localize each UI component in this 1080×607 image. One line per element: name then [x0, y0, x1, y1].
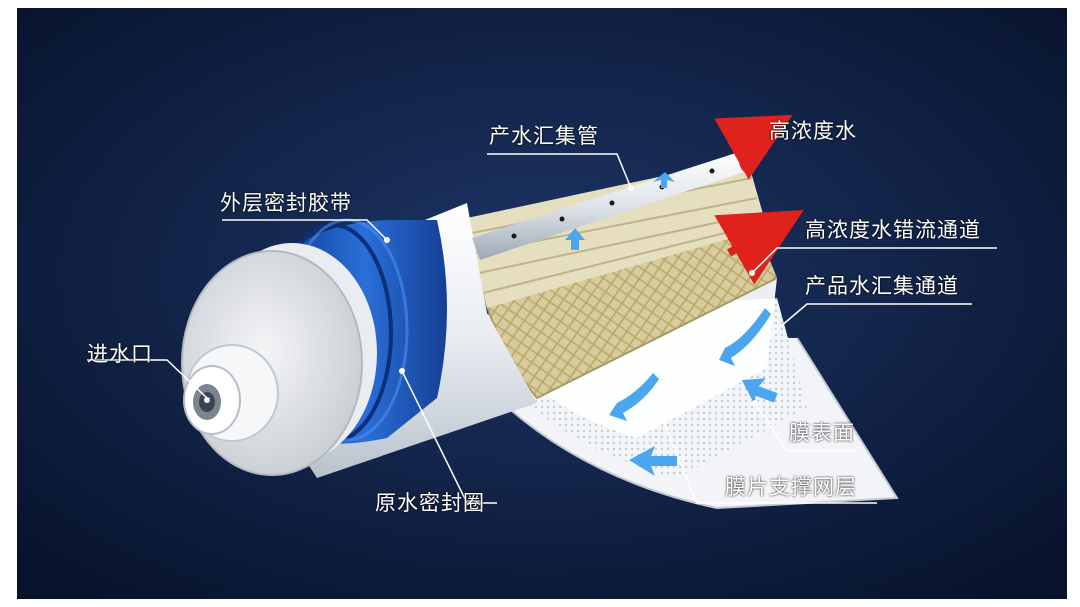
label-concentrate-water: 高浓度水: [769, 119, 857, 143]
membrane-leaves: [467, 158, 767, 308]
diagram-canvas: 进水口 外层密封胶带 产水汇集管 高浓度水 高浓度水错流通道 产品水汇集通道 膜…: [17, 8, 1067, 599]
label-outer-sealing-tape: 外层密封胶带: [220, 191, 352, 215]
label-inlet: 进水口: [87, 342, 153, 366]
concentrate-arrows: [714, 114, 804, 285]
flow-arrows: [565, 172, 778, 476]
inlet-nozzle: [183, 344, 279, 442]
leader-lines: [87, 153, 997, 504]
label-membrane-support-layer: 膜片支撑网层: [725, 475, 857, 499]
label-raw-water-seal: 原水密封圈: [375, 491, 485, 515]
label-product-collection-pipe: 产水汇集管: [489, 124, 599, 148]
label-concentrate-crossflow-channel: 高浓度水错流通道: [805, 218, 981, 242]
label-product-water-channel: 产品水汇集通道: [805, 274, 959, 298]
ro-membrane-illustration: [17, 8, 1067, 599]
label-membrane-surface: 膜表面: [789, 421, 855, 445]
